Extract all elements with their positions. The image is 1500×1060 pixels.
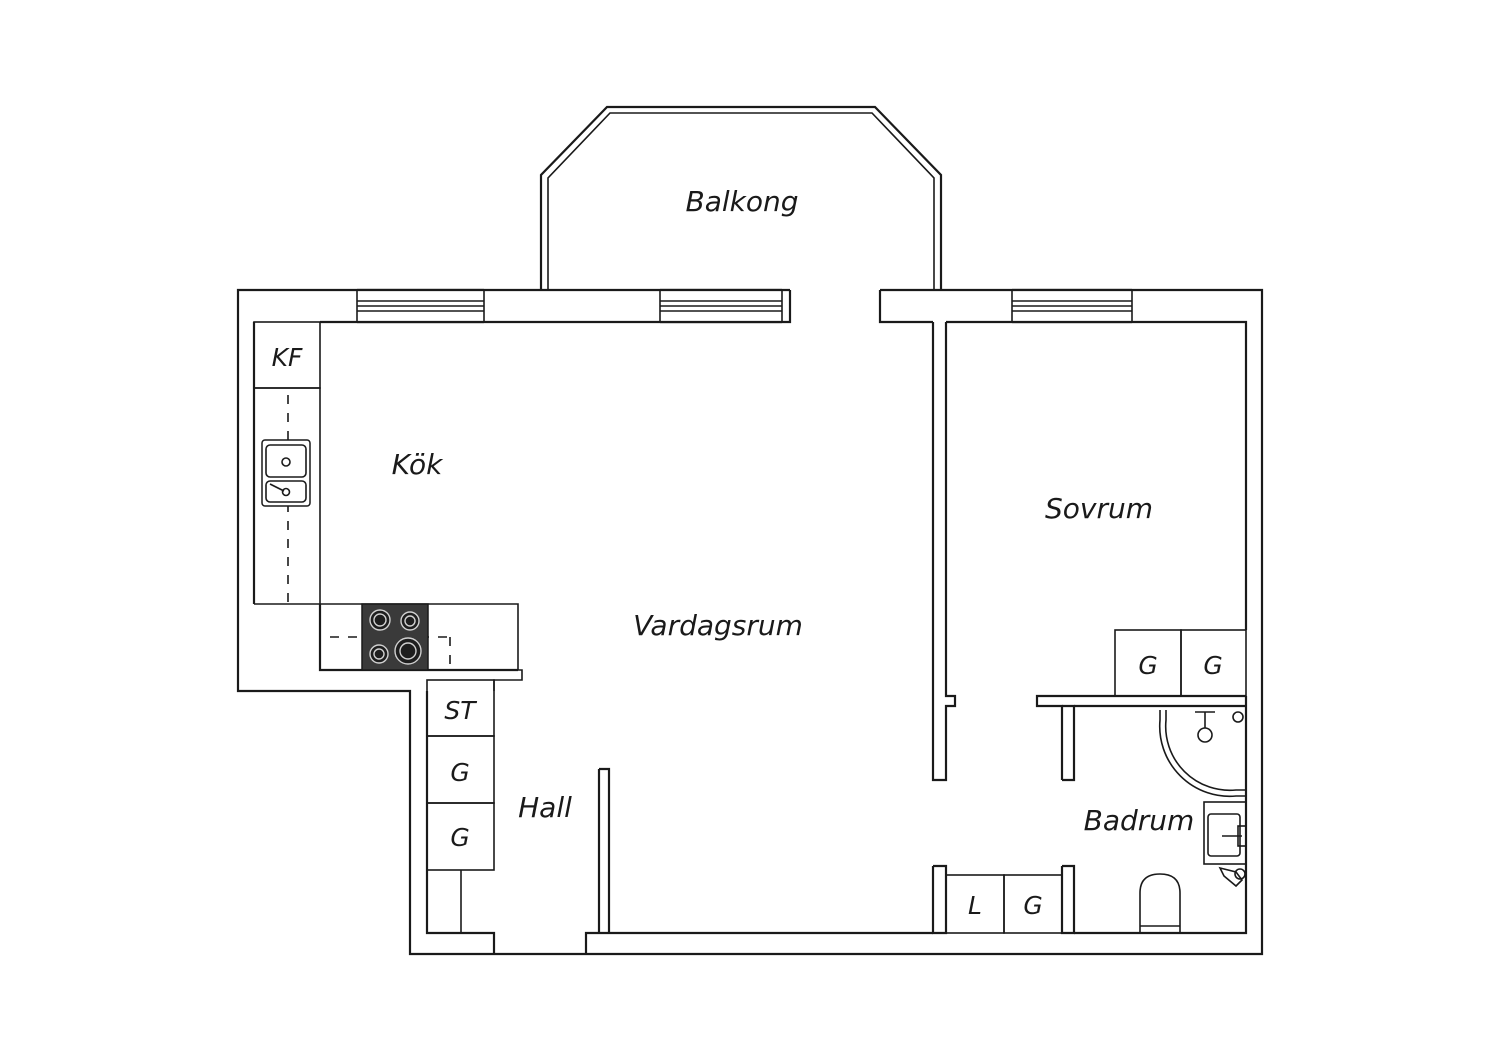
window-sovrum	[1011, 288, 1133, 324]
shower-icon	[1158, 710, 1246, 798]
label-g-sovrum-right: G	[1203, 651, 1222, 680]
closet-lg	[945, 874, 1063, 934]
hall-cabinets	[426, 679, 495, 933]
room-label-balkong: Balkong	[685, 185, 798, 218]
label-g-hall-upper: G	[450, 758, 469, 787]
label-kf: KF	[272, 343, 303, 372]
window-kok	[356, 288, 485, 324]
room-label-sovrum: Sovrum	[1045, 492, 1153, 525]
label-g-sovrum-left: G	[1138, 651, 1157, 680]
room-label-badrum: Badrum	[1084, 804, 1195, 837]
toilet-icon	[1139, 873, 1181, 933]
sovrum-wardrobes	[1114, 629, 1247, 697]
sink-icon	[261, 439, 311, 507]
label-l-closet: L	[968, 891, 982, 920]
window-vardagsrum	[659, 288, 783, 324]
label-st: ST	[444, 696, 477, 725]
room-label-kok: Kök	[392, 448, 444, 481]
label-g-hall-lower: G	[450, 823, 469, 852]
room-label-hall: Hall	[518, 791, 572, 824]
room-label-vardagsrum: Vardagsrum	[633, 609, 803, 642]
interior-wall-sovrum	[931, 322, 957, 782]
label-g-closet: G	[1023, 891, 1042, 920]
washbasin-icon	[1203, 801, 1247, 888]
cooktop-icon	[361, 603, 429, 671]
interior-wall-hall	[597, 767, 611, 933]
balcony	[539, 105, 943, 290]
